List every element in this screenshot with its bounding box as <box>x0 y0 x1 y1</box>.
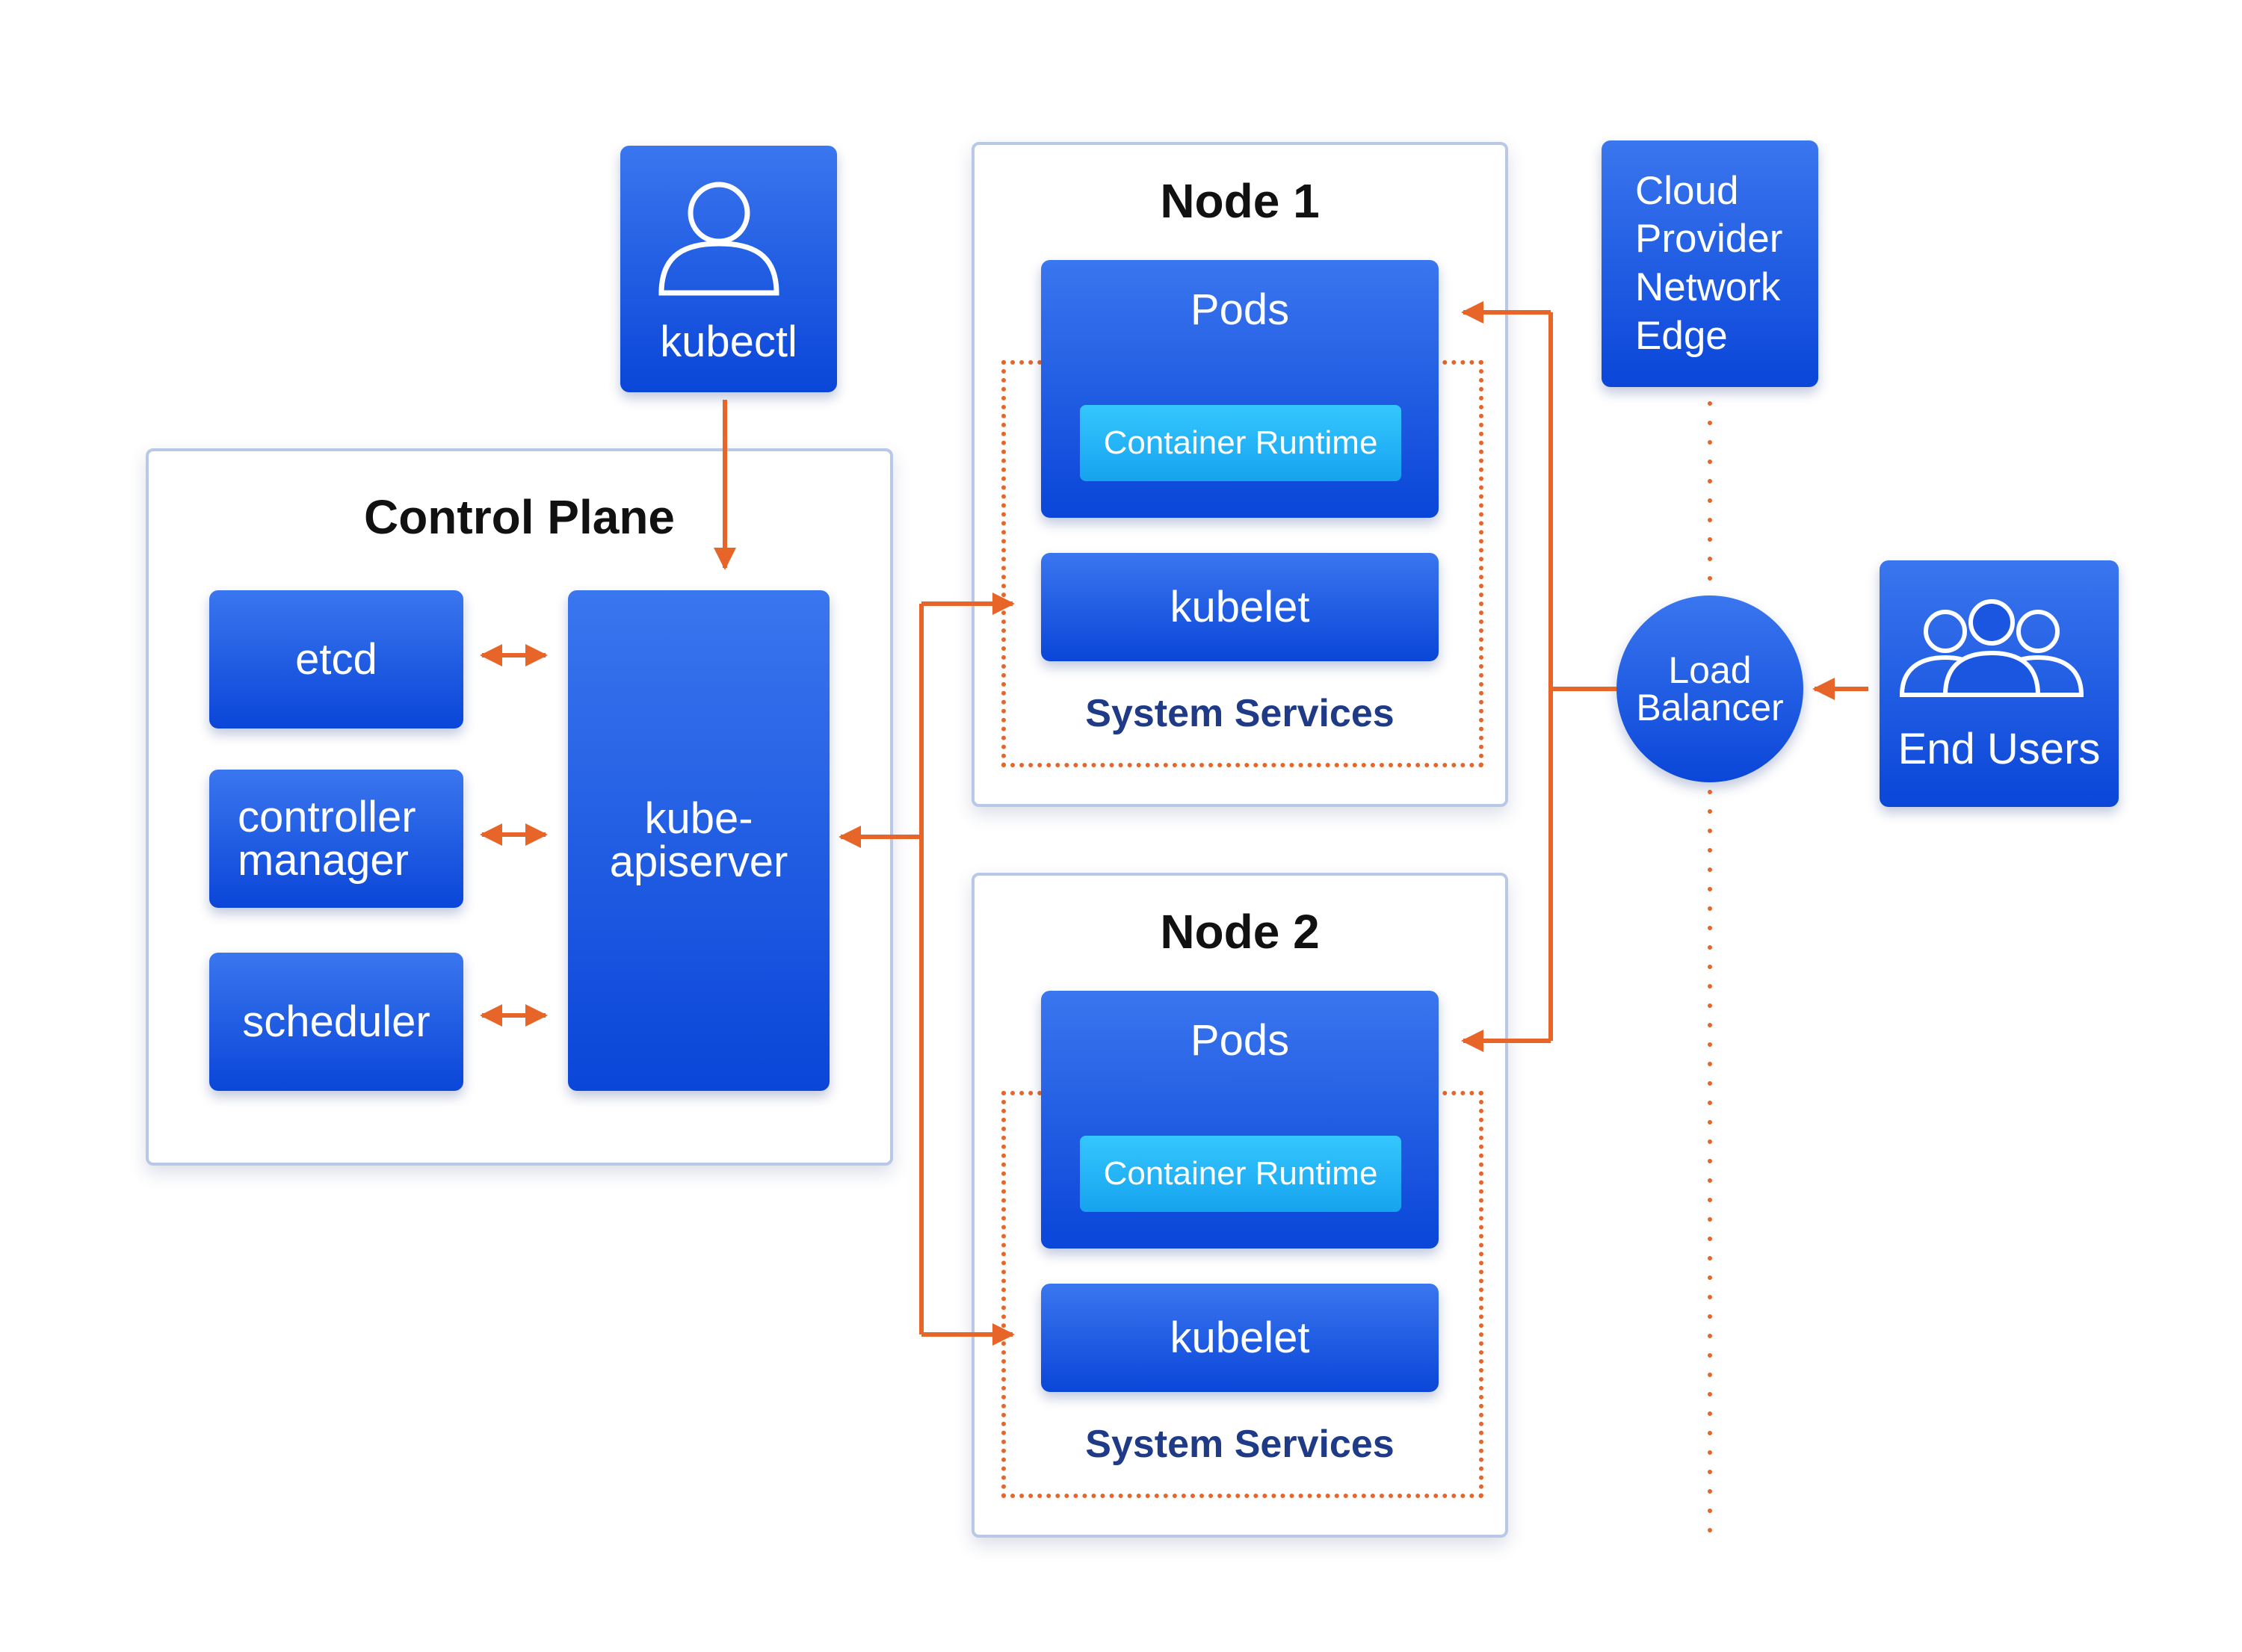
load-balancer-label: Load Balancer <box>1636 652 1783 726</box>
cloud-provider-network-edge-box: Cloud Provider Network Edge <box>1602 140 1818 387</box>
end-users-label: End Users <box>1897 725 2101 773</box>
kube-apiserver-box: kube- apiserver <box>568 590 830 1091</box>
controller-manager-box: controller manager <box>209 770 463 908</box>
load-balancer-pods-bus <box>1548 312 1616 1041</box>
node-1-kubelet-label: kubelet <box>1170 582 1310 631</box>
cloud-edge-line1: Cloud <box>1635 168 1739 213</box>
controller-manager-line1: controller <box>238 792 416 841</box>
node-2-kubelet-label: kubelet <box>1170 1313 1310 1362</box>
kubectl-label: kubectl <box>660 318 797 366</box>
node-2-container-runtime: Container Runtime <box>1080 1136 1401 1212</box>
load-balancer-line2: Balancer <box>1636 687 1784 728</box>
node-2-system-services-label: System Services <box>1085 1423 1395 1466</box>
node-2-kubelet-box: kubelet <box>1041 1284 1439 1392</box>
node-1-container-runtime: Container Runtime <box>1080 405 1401 481</box>
cloud-edge-line2: Provider <box>1635 217 1783 262</box>
scheduler-box: scheduler <box>209 953 463 1091</box>
etcd-label: etcd <box>295 634 377 684</box>
end-users-box: End Users <box>1880 560 2119 807</box>
etcd-box: etcd <box>209 590 463 728</box>
controller-manager-line2: manager <box>238 835 409 885</box>
controller-manager-label: controller manager <box>238 792 416 885</box>
node-1-system-services-label: System Services <box>1085 692 1395 735</box>
load-balancer-line1: Load <box>1668 649 1752 691</box>
node-2-title: Node 2 <box>1160 905 1320 959</box>
load-balancer-circle: Load Balancer <box>1616 595 1803 782</box>
cloud-edge-line4: Edge <box>1635 313 1728 358</box>
cloud-provider-network-edge-label: Cloud Provider Network Edge <box>1635 167 1782 361</box>
node-1-kubelet-box: kubelet <box>1041 553 1439 661</box>
control-plane-title: Control Plane <box>363 490 676 544</box>
kube-apiserver-line2: apiserver <box>609 838 788 886</box>
kube-apiserver-label: kube- apiserver <box>610 797 788 884</box>
cloud-edge-line3: Network <box>1635 265 1781 309</box>
node-2-pods-label: Pods <box>1190 1016 1290 1065</box>
node-1-pods-label: Pods <box>1190 285 1290 334</box>
kubectl-box: kubectl <box>620 146 837 392</box>
scheduler-label: scheduler <box>242 997 430 1046</box>
kube-apiserver-line1: kube- <box>644 794 753 843</box>
node-1-title: Node 1 <box>1160 174 1320 228</box>
